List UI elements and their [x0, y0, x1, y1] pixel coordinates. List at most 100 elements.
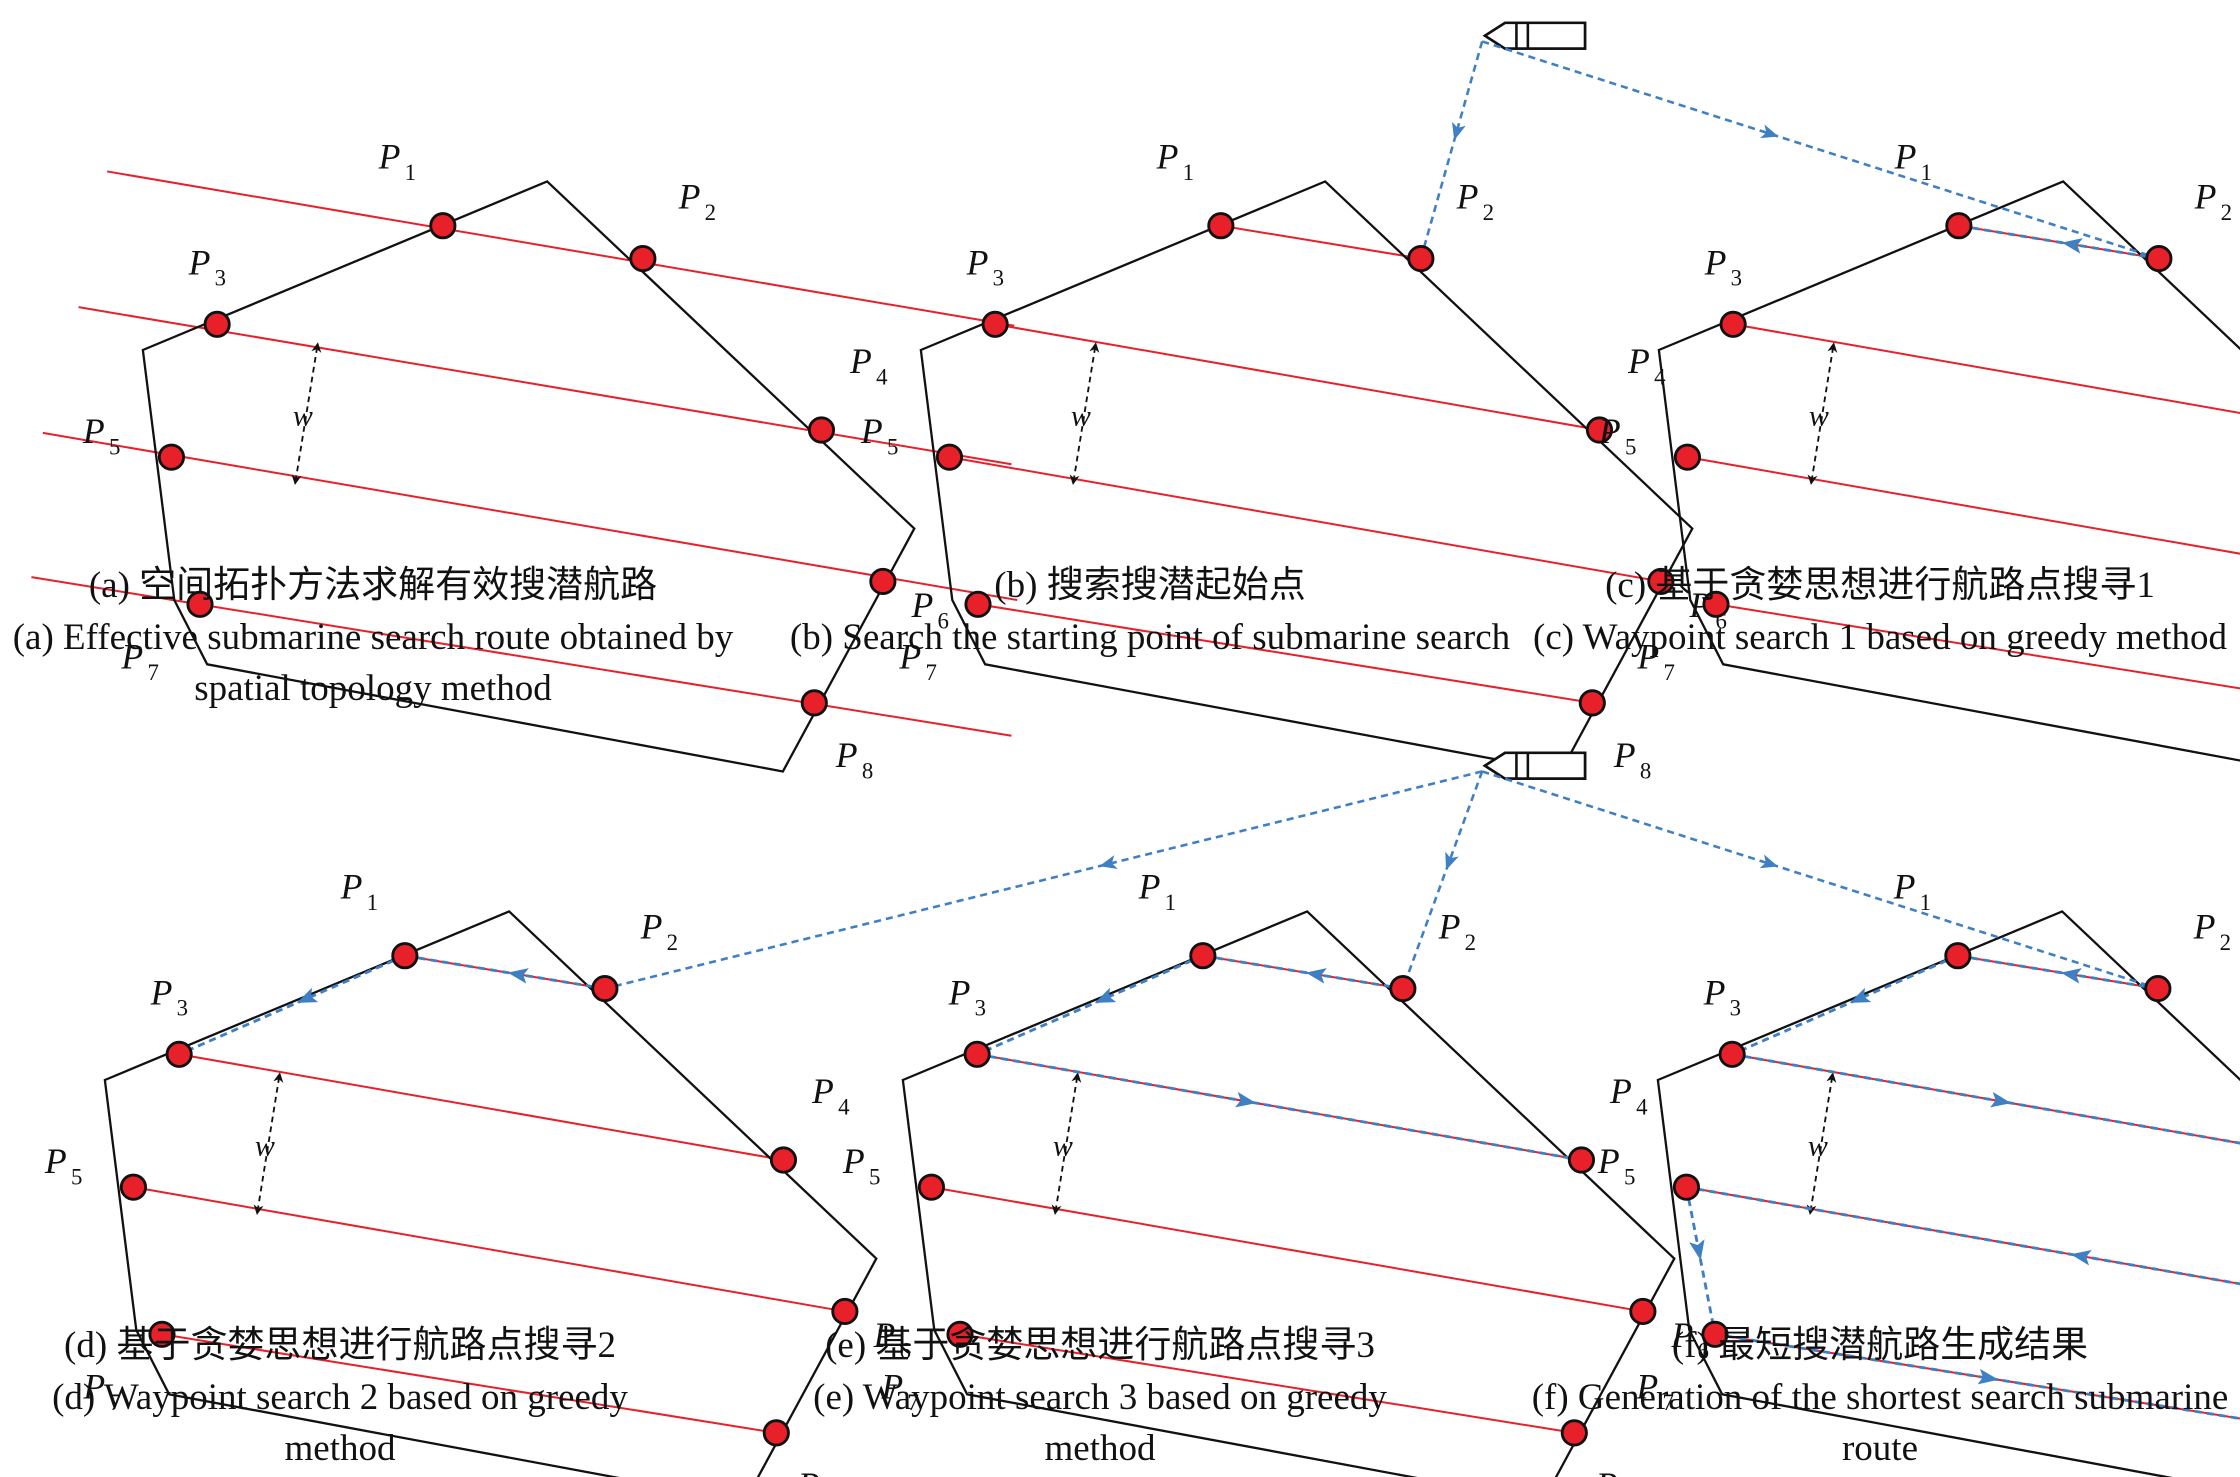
- waypoint-node-icon: [629, 245, 657, 273]
- waypoint-node-icon: [1647, 567, 1675, 596]
- double-arrow-icon: [1806, 1072, 1837, 1215]
- waypoint-node-icon: [1407, 245, 1435, 273]
- route-segment-P1-P3: [976, 954, 1204, 1056]
- approach-arrow: [1452, 121, 1466, 141]
- waypoint-node-icon: [1672, 1173, 1701, 1201]
- waypoint-node-icon: [1629, 1297, 1657, 1326]
- route-arrow: [1235, 1091, 1257, 1108]
- route-arrow: [2061, 238, 2083, 254]
- waypoint-node-icon: [2145, 245, 2173, 273]
- waypoint-node-icon: [1673, 443, 1702, 471]
- approach-path: [1481, 770, 2159, 990]
- approach-arrow: [1445, 851, 1459, 871]
- waypoint-node-icon: [946, 1320, 974, 1348]
- greedy-route: [1958, 224, 2160, 260]
- waypoint-node-icon: [2144, 975, 2172, 1003]
- waypoint-node-icon: [1945, 212, 1973, 240]
- waypoint-node-icon: [1701, 1320, 1729, 1348]
- route-segment-P3-P4: [976, 1052, 1582, 1162]
- caption-en: (b) Search the starting point of submari…: [789, 617, 1511, 658]
- scan-line-3: [931, 1186, 1644, 1313]
- caption-f: (f) 最短搜潜航路生成结果 (f) Generation of the shor…: [1520, 1320, 2240, 1474]
- caption-zh: (d) 基于贪婪思想进行航路点搜寻2: [64, 1325, 616, 1366]
- approach-arrow: [1760, 124, 1779, 139]
- caption-zh: (f) 最短搜潜航路生成结果: [1671, 1325, 2089, 1366]
- waypoint-node-icon: [935, 443, 964, 471]
- spacing-label: w: [293, 400, 313, 433]
- scan-line-3: [1687, 456, 2240, 555]
- waypoint-node-icon: [769, 1146, 798, 1174]
- greedy-route: [1685, 954, 2240, 1420]
- waypoint-label-p8: P8: [1595, 1465, 1634, 1477]
- waypoint-node-icon: [981, 310, 1009, 338]
- scan-line-4: [161, 1333, 777, 1434]
- spacing-label: w: [1053, 1130, 1073, 1163]
- waypoint-node-icon: [1702, 590, 1730, 618]
- route-segment-P2-P1: [1958, 224, 2160, 260]
- waypoint-node-icon: [148, 1320, 176, 1348]
- scan-lines: [949, 224, 1662, 704]
- waypoint-node-icon: [157, 443, 186, 471]
- caption-zh: (e) 基于贪婪思想进行航路点搜寻3: [825, 1325, 1375, 1366]
- submarine-icon: [1482, 751, 1587, 780]
- spacing-label: w: [1071, 400, 1091, 433]
- route-segment-P2-P1: [1957, 954, 2159, 990]
- spacing-label: w: [255, 1130, 275, 1163]
- route-arrow: [1990, 1091, 2012, 1108]
- search-region-boundary: [141, 180, 916, 773]
- route-arrow: [1849, 987, 1872, 1003]
- caption-d: (d) 基于贪婪思想进行航路点搜寻2 (d) Waypoint search 2 …: [0, 1320, 680, 1474]
- waypoint-node-icon: [391, 942, 419, 970]
- scan-line-2: [178, 1053, 784, 1161]
- scan-lines: [1687, 224, 2240, 690]
- caption-en: (f) Generation of the shortest search su…: [1531, 1377, 2229, 1469]
- route-arrow: [1094, 987, 1117, 1003]
- waypoint-node-icon: [119, 1173, 148, 1201]
- waypoint-node-icon: [1389, 975, 1417, 1003]
- scan-line-1: [1220, 224, 1422, 260]
- route-arrow: [1977, 1368, 1999, 1385]
- approach-path: [1481, 40, 2160, 260]
- waypoint-node-icon: [807, 416, 836, 444]
- scan-line-3: [949, 456, 1662, 583]
- route-segment-P6-P5: [1686, 1185, 2240, 1286]
- waypoint-label-p8: P8: [797, 1465, 836, 1477]
- caption-zh: (b) 搜索搜潜起始点: [994, 565, 1306, 606]
- double-arrow-icon: [1807, 342, 1838, 485]
- scan-line-4: [977, 603, 1593, 704]
- caption-en: (e) Waypoint search 3 based on greedy me…: [813, 1377, 1387, 1469]
- scan-line-1: [106, 170, 1015, 327]
- waypoint-node-icon: [1718, 1040, 1746, 1068]
- caption-b: (b) 搜索搜潜起始点 (b) Search the starting point…: [780, 560, 1520, 663]
- caption-en: (d) Waypoint search 2 based on greedy me…: [52, 1377, 628, 1469]
- route-segment-P1-P3: [178, 954, 406, 1056]
- caption-a: (a) 空间拓扑方法求解有效搜潜航路(a) Effective submarin…: [0, 560, 746, 714]
- submarine-icon: [1482, 21, 1587, 50]
- caption-zh: (a) 空间拓扑方法求解有效搜潜航路: [88, 565, 658, 606]
- approach-path: [1401, 770, 1484, 990]
- route-segment-P2-P1: [404, 954, 606, 990]
